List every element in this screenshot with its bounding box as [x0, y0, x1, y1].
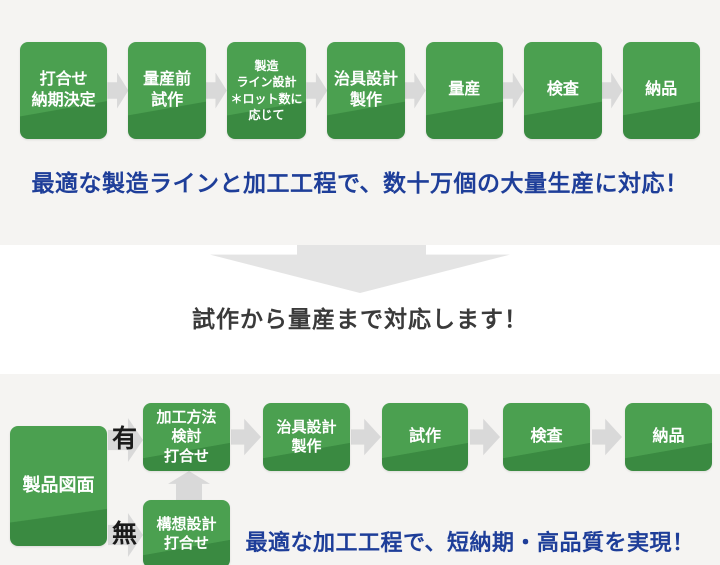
mass-production-section: 打合せ 納期決定 量産前 試作 製造 ライン設計 ＊ロット数に 応じて 治具設計…	[0, 0, 720, 217]
flow-step-label: 検査	[530, 427, 563, 445]
flow-step-line-design: 製造 ライン設計 ＊ロット数に 応じて	[226, 42, 307, 139]
transition-headline: 試作から量産まで対応します！	[192, 307, 528, 332]
branch-no-label: 無	[112, 521, 138, 548]
flow-step-label: 量産前 試作	[143, 71, 192, 109]
flow-step-prototype: 試作	[382, 403, 468, 471]
arrow-right-icon	[205, 72, 227, 109]
flow-step-label: 製造 ライン設計 ＊ロット数に 応じて	[230, 59, 303, 122]
branch-yes-label: 有	[112, 426, 138, 453]
flow-step-inspection: 検査	[503, 403, 590, 471]
flow-step-machining-method-meeting: 加工方法 検討 打合せ	[143, 403, 230, 471]
flow-step-concept-design-meeting: 構想設計 打合せ	[143, 500, 230, 565]
arrow-right-icon	[231, 418, 261, 456]
prototype-headline: 最適な加工工程で、短納期・高品質を実現！	[245, 530, 695, 555]
flow-step-meeting-delivery: 打合せ 納期決定	[20, 42, 108, 139]
flow-step-label: 治具設計 製作	[333, 71, 398, 109]
arrow-right-icon	[503, 72, 525, 109]
flow-step-label: 打合せ 納期決定	[31, 71, 96, 109]
flow-step-pre-mass-prototype: 量産前 試作	[128, 42, 206, 139]
flow-step-label: 製品図面	[22, 475, 95, 496]
flow-step-delivery: 納品	[622, 42, 700, 139]
flow-step-label: 量産	[448, 81, 481, 99]
prototype-flow-section: 製品図面 有 加工方法 検討 打合せ 無 構想設計 打合せ 治具設計 製作 試作…	[0, 374, 720, 565]
mass-production-headline: 最適な製造ラインと加工工程で、数十万個の大量生産に対応！	[31, 171, 689, 196]
flow-step-label: 加工方法 検討 打合せ	[156, 409, 217, 465]
flow-step-mass-production: 量産	[425, 42, 504, 139]
arrow-right-icon	[470, 418, 500, 456]
big-down-arrow-icon	[210, 245, 510, 293]
flow-step-label: 検査	[546, 81, 579, 99]
flow-step-label: 試作	[408, 427, 441, 445]
arrow-up-icon	[168, 471, 210, 501]
flow-step-jig-design: 治具設計 製作	[327, 42, 405, 139]
flow-step-inspection: 検査	[524, 42, 602, 139]
flow-step-product-drawing: 製品図面	[10, 426, 107, 546]
transition-section: 試作から量産まで対応します！	[0, 245, 720, 374]
arrow-right-icon	[306, 72, 328, 109]
arrow-right-icon	[592, 418, 622, 456]
flow-step-label: 納品	[652, 427, 685, 445]
arrow-right-icon	[107, 72, 129, 109]
flow-step-jig-design: 治具設計 製作	[263, 403, 350, 471]
arrow-right-icon	[351, 418, 381, 456]
flow-step-label: 治具設計 製作	[276, 418, 337, 455]
flow-step-label: 構想設計 打合せ	[156, 515, 217, 552]
flow-step-delivery: 納品	[625, 403, 712, 471]
arrow-right-icon	[404, 72, 426, 109]
arrow-right-icon	[601, 72, 623, 109]
top-flow-row: 打合せ 納期決定 量産前 試作 製造 ライン設計 ＊ロット数に 応じて 治具設計…	[0, 42, 720, 139]
flow-step-label: 納品	[645, 81, 678, 99]
